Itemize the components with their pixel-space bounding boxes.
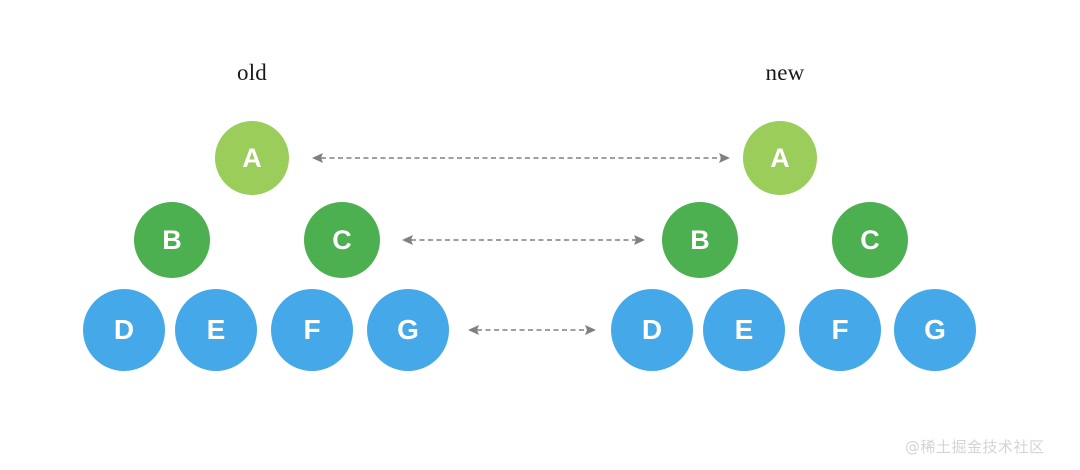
node-new-b: B: [662, 202, 738, 278]
node-old-a: A: [215, 121, 289, 195]
node-new-f: F: [799, 289, 881, 371]
column-label-old: old: [237, 60, 267, 85]
node-new-d: D: [611, 289, 693, 371]
node-new-a: A: [743, 121, 817, 195]
compare-arrow-level-c: [468, 322, 596, 338]
node-new-e: E: [703, 289, 785, 371]
node-old-e: E: [175, 289, 257, 371]
watermark: @稀土掘金技术社区: [905, 438, 1045, 456]
node-new-c: C: [832, 202, 908, 278]
node-new-g: G: [894, 289, 976, 371]
node-old-b: B: [134, 202, 210, 278]
column-label-new: new: [765, 60, 805, 85]
compare-arrow-level-b: [402, 232, 645, 248]
compare-arrow-level-a: [312, 150, 730, 166]
node-old-f: F: [271, 289, 353, 371]
node-old-c: C: [304, 202, 380, 278]
node-old-g: G: [367, 289, 449, 371]
node-old-d: D: [83, 289, 165, 371]
